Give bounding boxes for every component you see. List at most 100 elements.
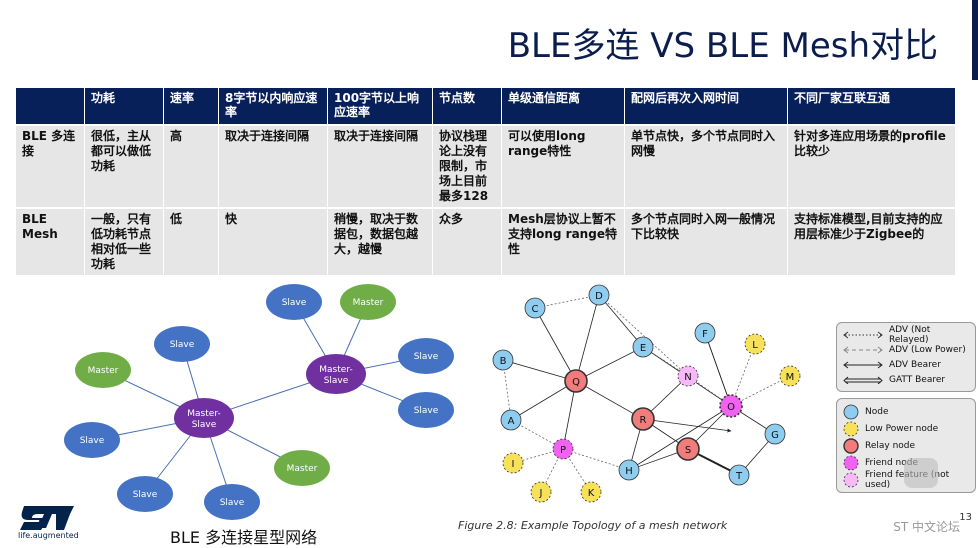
solid-arrow-icon bbox=[843, 361, 883, 368]
star-node: Master bbox=[340, 284, 396, 320]
mesh-links bbox=[502, 294, 776, 476]
st-logo bbox=[20, 506, 74, 530]
table-cell: 快 bbox=[218, 207, 328, 275]
header-cell: 功耗 bbox=[84, 88, 164, 125]
legend-row: GATT Bearer bbox=[843, 372, 969, 387]
node-label: Slave bbox=[282, 298, 307, 308]
legend-label: Node bbox=[865, 406, 889, 417]
node-label: Slave bbox=[80, 436, 105, 446]
node-label: Slave bbox=[133, 490, 158, 500]
node-label: Slave bbox=[414, 406, 439, 416]
table-cell: 稍慢，取决于数据包，数据包越大，越慢 bbox=[327, 207, 433, 275]
node-label: Master bbox=[88, 366, 119, 376]
double-arrow-icon bbox=[843, 376, 883, 384]
legend-label: Relay node bbox=[865, 440, 916, 451]
legend-row: Node bbox=[843, 403, 969, 420]
table-cell: 众多 bbox=[432, 207, 502, 275]
legend-row: Relay node bbox=[843, 437, 969, 454]
legend-label: ADV Bearer bbox=[889, 359, 941, 370]
dotted-arrow-icon bbox=[843, 331, 883, 338]
node-label: E bbox=[640, 343, 646, 354]
node-label: Master bbox=[287, 464, 318, 474]
legend-label: Friend node bbox=[865, 457, 918, 468]
node-label: A bbox=[508, 416, 515, 427]
node-label: Slave bbox=[170, 340, 195, 350]
legend-label: ADV (Not Relayed) bbox=[889, 324, 931, 345]
node-label: F bbox=[702, 329, 708, 340]
header-cell: 100字节以上响应速率 bbox=[327, 88, 433, 125]
star-node: Slave bbox=[398, 392, 454, 428]
table-cell: 多个节点同时入网一般情况下比较快 bbox=[624, 207, 788, 275]
node-label: T bbox=[735, 471, 743, 482]
table-cell: Mesh层协议上暂不支持long range特性 bbox=[501, 207, 625, 275]
node-label: Q bbox=[572, 377, 580, 388]
title-side-bar bbox=[972, 0, 978, 80]
node-label: H bbox=[625, 466, 633, 477]
star-node: Master- Slave bbox=[174, 398, 234, 438]
star-node: Master- Slave bbox=[306, 354, 366, 394]
star-links bbox=[91, 301, 427, 503]
mesh-dotted-links bbox=[502, 294, 791, 493]
legend-row: ADV (Not Relayed) bbox=[843, 324, 969, 345]
table-cell: 协议栈理论上没有限制，市场上目前最多128 bbox=[432, 124, 502, 208]
legend-label: Low Power node bbox=[865, 423, 939, 434]
table-cell: 针对多连应用场景的profile比较少 bbox=[787, 124, 956, 208]
table-cell: 一般，只有低功耗节点相对低一些功耗 bbox=[84, 207, 164, 275]
table-cell: 取决于连接间隔 bbox=[218, 124, 328, 208]
table-cell: 可以使用long range特性 bbox=[501, 124, 625, 208]
node-label: L bbox=[752, 340, 758, 351]
header-cell bbox=[16, 88, 85, 125]
node-label: Master- bbox=[319, 365, 352, 375]
node-label: C bbox=[532, 304, 539, 315]
table-cell: 高 bbox=[163, 124, 219, 208]
node-label: M bbox=[786, 372, 795, 383]
node-label: Master- bbox=[187, 409, 220, 419]
comparison-table: 功耗 速率 8字节以内响应速率 100字节以上响应速率 节点数 单级通信距离 配… bbox=[16, 88, 956, 275]
mesh-node-labels: C D B E F A H G T Q R S N O P L M I J K bbox=[500, 291, 795, 499]
star-node: Slave bbox=[117, 476, 173, 512]
node-label: P bbox=[560, 445, 566, 456]
logo-tagline: life.augmented bbox=[18, 531, 79, 540]
header-cell: 速率 bbox=[163, 88, 219, 125]
node-label: Slave bbox=[324, 376, 349, 386]
node-label: D bbox=[595, 291, 603, 302]
dashed-arrow-icon bbox=[843, 346, 883, 353]
chat-bubble-icon[interactable] bbox=[904, 458, 938, 488]
table-header-row: 功耗 速率 8字节以内响应速率 100字节以上响应速率 节点数 单级通信距离 配… bbox=[16, 88, 956, 125]
slide-title: BLE多连 VS BLE Mesh对比 bbox=[507, 26, 938, 66]
table-cell: 低 bbox=[163, 207, 219, 275]
node-label: R bbox=[640, 415, 647, 426]
star-node: Slave bbox=[64, 422, 120, 458]
table-cell: BLE Mesh bbox=[16, 207, 85, 275]
header-cell: 单级通信距离 bbox=[501, 88, 625, 125]
node-label: K bbox=[588, 488, 595, 499]
node-label: J bbox=[539, 488, 543, 499]
table-cell: 取决于连接间隔 bbox=[327, 124, 433, 208]
star-node: Slave bbox=[204, 484, 260, 520]
node-label: N bbox=[684, 372, 691, 383]
legend-lines: ADV (Not Relayed) ADV (Low Power) ADV Be… bbox=[836, 322, 976, 392]
header-cell: 配网后再次入网时间 bbox=[624, 88, 788, 125]
node-icon bbox=[843, 404, 859, 419]
node-label: Slave bbox=[414, 352, 439, 362]
node-label: G bbox=[771, 430, 779, 441]
table-cell: 很低，主从都可以做低功耗 bbox=[84, 124, 164, 208]
star-node: Master bbox=[75, 352, 131, 388]
node-label: Slave bbox=[220, 498, 245, 508]
friend-feature-icon bbox=[843, 472, 859, 487]
node-label: O bbox=[727, 402, 735, 413]
legend-row: Friend node bbox=[843, 454, 969, 471]
node-label: I bbox=[512, 459, 515, 470]
legend-row: ADV (Low Power) bbox=[843, 342, 969, 357]
table-cell: BLE 多连接 bbox=[16, 124, 85, 208]
relay-node-icon bbox=[843, 437, 859, 454]
star-node: Master bbox=[274, 450, 330, 486]
legend-label: ADV (Low Power) bbox=[889, 344, 966, 355]
friend-node-icon bbox=[843, 455, 859, 470]
mesh-figure-caption: Figure 2.8: Example Topology of a mesh n… bbox=[458, 519, 728, 532]
mesh-topology-diagram: C D B E F A H G T Q R S N O P L M I J K bbox=[492, 284, 801, 503]
node-label: Master bbox=[353, 298, 384, 308]
star-node: Slave bbox=[154, 326, 210, 362]
table-row: BLE 多连接 很低，主从都可以做低功耗 高 取决于连接间隔 取决于连接间隔 协… bbox=[16, 124, 956, 208]
header-cell: 节点数 bbox=[432, 88, 502, 125]
